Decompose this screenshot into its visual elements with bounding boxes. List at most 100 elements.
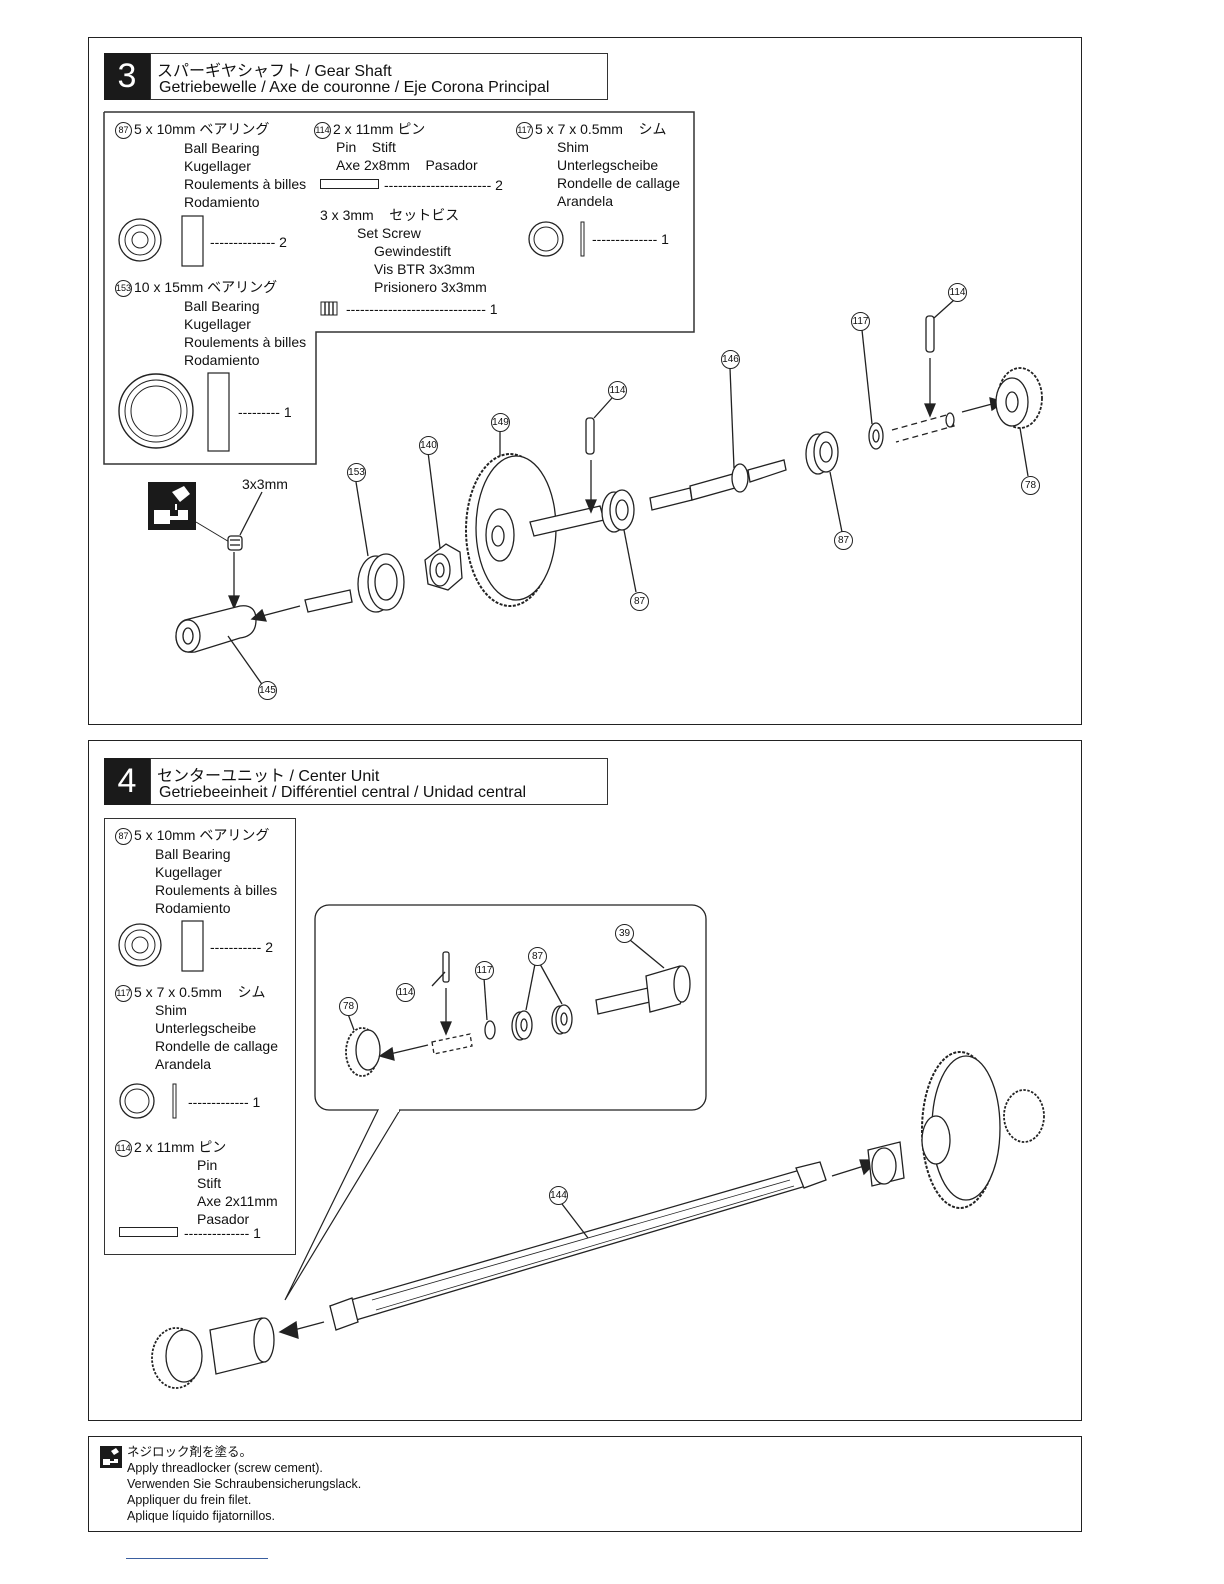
s4-p114-spec: 2 x 11mm ピン (134, 1139, 227, 1155)
step4-parts-box (104, 818, 296, 1255)
s4-ref117-badge: 117 (115, 984, 132, 1002)
s3-callout-87-right: 87 (834, 531, 853, 550)
s3-p117-qty: -------------- 1 (592, 231, 669, 247)
s4-p117-name-1: Unterlegscheibe (155, 1020, 257, 1036)
step4-frame (88, 740, 1082, 1421)
s4-p114-qty: -------------- 1 (184, 1225, 261, 1241)
s4-p87-name-0: Ball Bearing (155, 846, 231, 862)
step3-frame (88, 37, 1082, 725)
s4-p114-name-2: Axe 2x11mm (197, 1193, 278, 1209)
note-line-2: Verwenden Sie Schraubensicherungslack. (127, 1477, 362, 1491)
s3-p153-qty-value: 1 (283, 404, 292, 420)
s4-p87-spec: 5 x 10mm ベアリング (134, 827, 270, 843)
s3-p87-qty-value: 2 (279, 234, 287, 250)
s4-p114-qty-value: 1 (253, 1225, 261, 1241)
s3-setscrew-qty-value: 1 (489, 301, 498, 317)
s4-p87-qty-value: 2 (265, 939, 273, 955)
s4-p117-qty: ------------- 1 (188, 1094, 261, 1110)
s3-p117-spec: 5 x 7 x 0.5mm シム (535, 121, 667, 137)
s3-callout-153: 153 (347, 463, 366, 482)
s3-p87-name-2: Roulements à billes (184, 176, 307, 192)
s3-callout-114-left: 114 (608, 381, 627, 400)
s4-callout-87: 87 (528, 947, 547, 966)
s4-p87-qty: ----------- 2 (210, 939, 273, 955)
s4-ref114-badge: 114 (115, 1139, 132, 1157)
s3-callout-146: 146 (721, 350, 740, 369)
s3-callout-117: 117 (851, 312, 870, 331)
s4-callout-144: 144 (549, 1186, 568, 1205)
s4-callout-117: 117 (475, 961, 494, 980)
s4-p114-name-0: Pin (197, 1157, 218, 1173)
s4-p117-name-2: Rondelle de callage (155, 1038, 278, 1054)
s3-p117-name-0: Shim (557, 139, 589, 155)
s3-ref114-badge: 114 (314, 121, 331, 139)
s3-p114-qty: ----------------------- 2 (384, 177, 503, 193)
s3-ref117-badge: 117 (516, 121, 533, 139)
s3-p87-qty: -------------- 2 (210, 234, 287, 250)
s3-p117-name-2: Rondelle de callage (557, 175, 680, 191)
s3-callout-114-right: 114 (948, 283, 967, 302)
s4-p87-name-3: Rodamiento (155, 900, 231, 916)
s3-p114-line2: Axe 2x8mm Pasador (336, 157, 478, 173)
s3-p117-name-1: Unterlegscheibe (557, 157, 659, 173)
bearing-small-icon (118, 215, 204, 267)
s3-p114-spec: 2 x 11mm ピン (333, 121, 426, 137)
s4-callout-78: 78 (339, 997, 358, 1016)
step4-number: 4 (104, 758, 150, 805)
step3-number: 3 (104, 53, 150, 100)
s3-callout-149: 149 (491, 413, 510, 432)
s4-p117-spec: 5 x 7 x 0.5mm シム (134, 984, 266, 1000)
s3-callout-140: 140 (419, 436, 438, 455)
s4-p87-name-1: Kugellager (155, 864, 222, 880)
s3-setscrew-name-0: Set Screw (357, 225, 421, 241)
step4-title: センターユニット / Center Unit (157, 768, 380, 785)
s3-p114-qty-value: 2 (495, 177, 503, 193)
s3-setscrew-qty: ------------------------------ 1 (346, 301, 498, 317)
s3-setscrew-name-3: Prisionero 3x3mm (374, 279, 487, 295)
s3-setscrew-name-1: Gewindestift (374, 243, 452, 259)
s3-ref153-badge: 153 (115, 279, 132, 297)
threadlocker-icon (148, 482, 237, 547)
s3-p153-qty: --------- 1 (238, 404, 292, 420)
note-line-0: ネジロック剤を塗る。 (127, 1445, 253, 1459)
s4-p117-qty-value: 1 (252, 1094, 261, 1110)
s3-p87-spec: 5 x 10mm ベアリング (134, 121, 270, 137)
s3-p153-name-2: Roulements à billes (184, 334, 307, 350)
s4-p117-name-0: Shim (155, 1002, 187, 1018)
s3-p117-name-3: Arandela (557, 193, 614, 209)
s3-p117-qty-value: 1 (661, 231, 669, 247)
s4-callout-39: 39 (615, 924, 634, 943)
step4-title-box: センターユニット / Center Unit Getriebeeinheit /… (150, 758, 608, 805)
s3-p87-name-0: Ball Bearing (184, 140, 260, 156)
s3-callout-145: 145 (258, 681, 277, 700)
shim-icon (528, 221, 585, 257)
note-threadlocker-icon (100, 1446, 122, 1468)
note-line-1: Apply threadlocker (screw cement). (127, 1461, 323, 1475)
s4-bearing-icon (118, 920, 204, 972)
s3-setscrew-name-2: Vis BTR 3x3mm (374, 261, 475, 277)
s3-p114-line1: Pin Stift (336, 139, 396, 155)
s4-p117-name-3: Arandela (155, 1056, 212, 1072)
s3-screw-label: 3x3mm (242, 476, 288, 492)
s3-p87-name-1: Kugellager (184, 158, 251, 174)
s3-setscrew-spec: 3 x 3mm セットビス (320, 207, 460, 223)
step3-title: スパーギヤシャフト / Gear Shaft (157, 63, 392, 80)
s3-p87-name-3: Rodamiento (184, 194, 260, 210)
footer-rule (126, 1558, 268, 1559)
s3-p153-name-0: Ball Bearing (184, 298, 260, 314)
note-line-3: Appliquer du frein filet. (127, 1493, 252, 1507)
s4-ref87-badge: 87 (115, 827, 132, 845)
s3-ref87-badge: 87 (115, 121, 132, 139)
s3-callout-78: 78 (1021, 476, 1040, 495)
s3-callout-87-left: 87 (630, 592, 649, 611)
